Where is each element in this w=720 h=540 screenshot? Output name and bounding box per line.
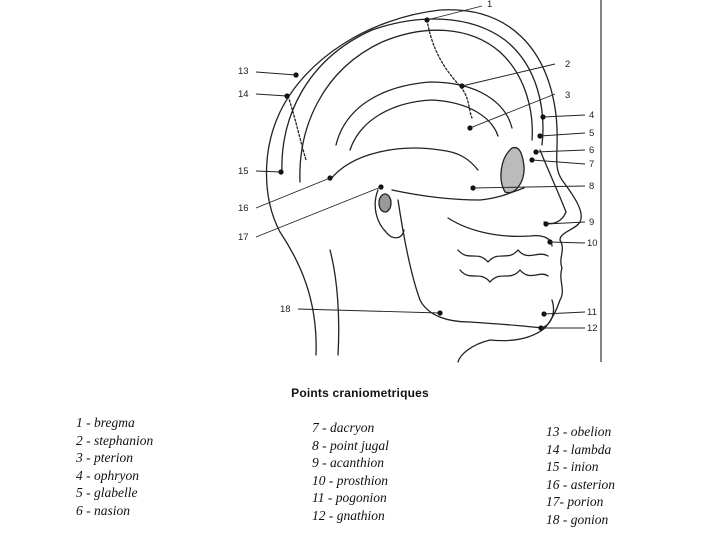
diagram-caption: Points craniometriques (0, 386, 720, 400)
leader-18 (298, 309, 440, 313)
number-label: 14 (238, 89, 249, 100)
leader-11 (544, 312, 585, 314)
leader-6 (536, 150, 585, 152)
number-label: 11 (587, 307, 597, 318)
legend-item: 10 - prosthion (312, 472, 389, 490)
legend-item: 15 - inion (546, 458, 615, 476)
legend-item: 17- porion (546, 493, 615, 511)
upper-teeth (458, 250, 548, 262)
legend-item: 16 - asterion (546, 476, 615, 494)
legend-item: 8 - point jugal (312, 437, 389, 455)
leader-5 (540, 133, 585, 136)
legend-column-1: 1 - bregma 2 - stephanion 3 - pterion 4 … (76, 414, 153, 520)
number-label: 6 (589, 145, 594, 156)
legend-item: 14 - lambda (546, 441, 615, 459)
number-label: 15 (238, 166, 249, 177)
number-label: 1 (487, 0, 492, 10)
legend-item: 7 - dacryon (312, 419, 389, 437)
number-label: 17 (238, 232, 249, 243)
leader-7 (532, 160, 585, 164)
leader-4 (543, 115, 585, 117)
temporal-squama (330, 148, 478, 180)
leader-15 (256, 171, 281, 172)
legend-item: 9 - acanthion (312, 454, 389, 472)
leader-10 (550, 242, 585, 243)
legend-item: 13 - obelion (546, 423, 615, 441)
legend-item: 12 - gnathion (312, 507, 389, 525)
number-label: 2 (565, 59, 570, 70)
number-label: 13 (238, 66, 249, 77)
maxilla (448, 218, 552, 246)
number-label: 18 (280, 304, 291, 315)
number-label: 5 (589, 128, 594, 139)
number-label: 16 (238, 203, 249, 214)
legend-column-2: 7 - dacryon 8 - point jugal 9 - acanthio… (312, 419, 389, 525)
legend-column-3: 13 - obelion 14 - lambda 15 - inion 16 -… (546, 423, 615, 529)
number-label: 7 (589, 159, 594, 170)
legend-item: 6 - nasion (76, 502, 153, 520)
number-label: 4 (589, 110, 594, 121)
legend-item: 3 - pterion (76, 449, 153, 467)
legend-item: 5 - glabelle (76, 484, 153, 502)
number-label: 12 (587, 323, 598, 334)
leader-14 (256, 94, 287, 96)
legend-item: 2 - stephanion (76, 432, 153, 450)
temporal-line (336, 82, 512, 145)
orbit (501, 148, 524, 193)
legend-item: 11 - pogonion (312, 489, 389, 507)
lambdoid-suture (288, 96, 306, 160)
neck-back (330, 250, 339, 355)
leader-1 (427, 6, 482, 20)
leader-2 (462, 64, 555, 86)
mandible (398, 200, 554, 328)
ear-canal (379, 194, 391, 212)
number-label: 9 (589, 217, 594, 228)
lower-teeth (460, 270, 548, 282)
number-label: 3 (565, 90, 570, 101)
legend-item: 1 - bregma (76, 414, 153, 432)
number-label: 8 (589, 181, 594, 192)
leader-13 (256, 72, 296, 75)
legend-item: 18 - gonion (546, 511, 615, 529)
coronal-suture (427, 20, 472, 118)
temporal-line-inner (350, 100, 498, 150)
legend-item: 4 - ophryon (76, 467, 153, 485)
leader-17 (256, 187, 381, 237)
skull-diagram: 1 2 3 4 5 6 7 8 9 10 11 12 13 14 15 16 1… (0, 0, 720, 370)
number-label: 10 (587, 238, 598, 249)
